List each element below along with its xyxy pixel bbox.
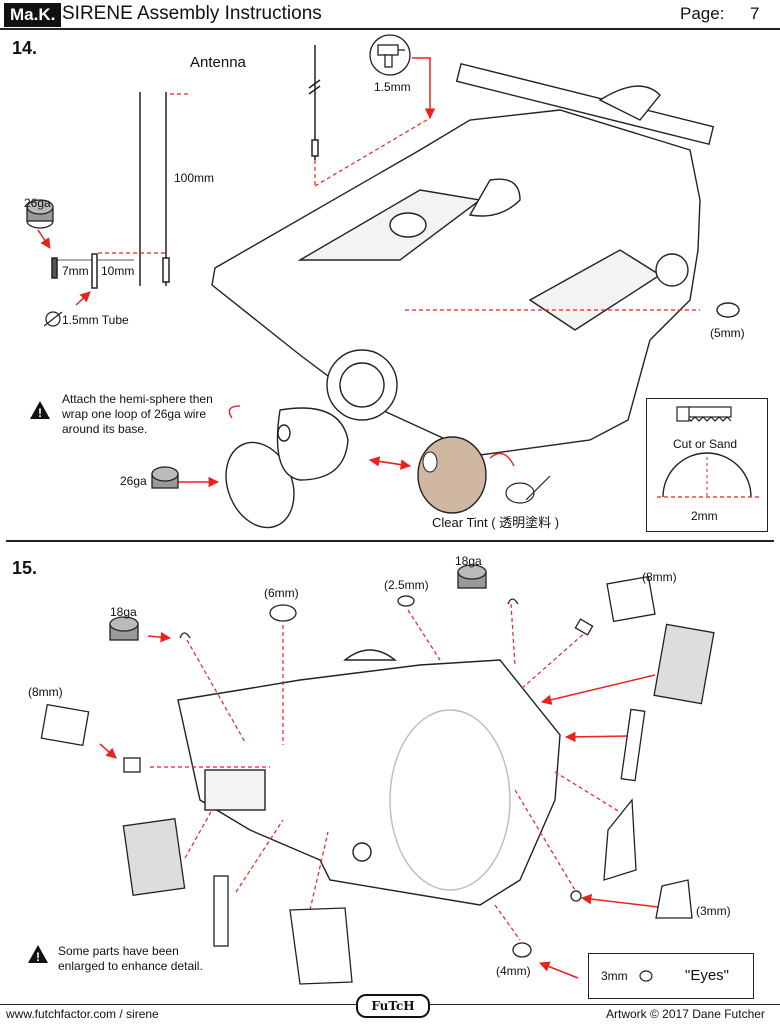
dim-10mm-label: 10mm [101, 264, 135, 278]
wire-gauge-label-2: 26ga [120, 474, 147, 488]
eyes-box: 3mm "Eyes" [588, 953, 754, 999]
part-8mm-right-label: (8mm) [642, 570, 677, 584]
step15-arrows [99, 631, 659, 979]
clear-tint-label: Clear Tint ( 透明塗料 ) [432, 515, 560, 530]
step15-parts [40, 575, 715, 985]
cut-or-sand-box: Cut or Sand 2mm [646, 398, 768, 532]
part-6mm-label: (6mm) [264, 586, 299, 600]
eyes-label: "Eyes" [685, 967, 729, 984]
step-15-note: Some parts have been enlarged to enhance… [58, 944, 203, 973]
tube-label: 1.5mm Tube [62, 313, 129, 327]
warning-icon-step14: ! [30, 401, 50, 420]
page-number: 7 [750, 4, 760, 23]
tube-pieces [51, 253, 98, 289]
drill-size-label: 1.5mm [374, 80, 411, 94]
dim-2mm-label: 2mm [691, 509, 718, 523]
warning-icon-step15: ! [28, 945, 48, 964]
page-label: Page: [680, 4, 725, 23]
wire-gauge-label: 26ga [24, 196, 51, 210]
saw-icon [676, 406, 732, 422]
footer-url: www.futchfactor.com / sirene [6, 1007, 159, 1021]
step-14-note: Attach the hemi-sphere then wrap one loo… [62, 392, 213, 436]
wire-18ga-right-label: 18ga [455, 554, 482, 568]
wire-spool-26ga [26, 199, 54, 229]
wire-spool-26ga-2 [151, 466, 179, 489]
part-8mm-left-label: (8mm) [28, 685, 63, 699]
eyes-size-label: 3mm [601, 969, 628, 983]
svg-text:!: ! [38, 406, 42, 420]
hull-drawing-step15 [177, 649, 561, 906]
svg-text:!: ! [36, 950, 40, 964]
wire-spool-18ga-left [109, 616, 139, 641]
antenna-guide-lines [98, 93, 431, 254]
step-divider [6, 540, 774, 542]
antenna-label: Antenna [190, 54, 246, 71]
antenna-wire-drawing [139, 45, 321, 286]
futch-brand-logo: FuTcH [356, 994, 430, 1018]
part-2-5mm-label: (2.5mm) [384, 578, 429, 592]
dim-100mm-label: 100mm [174, 171, 215, 185]
eye-part-shape [639, 970, 653, 982]
cut-diagram [657, 406, 759, 498]
part-5mm-label: (5mm) [710, 326, 745, 340]
header-bar: Ma.K. SIRENE Assembly Instructions Page:… [0, 0, 780, 30]
page-title: SIRENE Assembly Instructions [62, 3, 322, 24]
part-4mm-label: (4mm) [496, 964, 531, 978]
hull-drawing-step14 [211, 62, 715, 456]
wire-18ga-left-label: 18ga [110, 605, 137, 619]
hemisphere-parts [225, 405, 349, 529]
paint-palette-icon [505, 475, 551, 504]
footer-credit: Artwork © 2017 Dane Futcher [606, 1007, 765, 1021]
step-14-number: 14. [12, 38, 38, 58]
brand-logo: Ma.K. [4, 3, 62, 27]
wire-spool-18ga-right [457, 564, 487, 589]
part-5mm-ring [716, 302, 740, 318]
step15-guide-lines [150, 603, 621, 941]
tinted-hemisphere [417, 436, 487, 514]
drill-icon [369, 34, 411, 76]
dim-7mm-label: 7mm [62, 264, 89, 278]
cut-or-sand-label: Cut or Sand [673, 437, 738, 451]
step-15-number: 15. [12, 558, 38, 578]
part-3mm-label: (3mm) [696, 904, 731, 918]
